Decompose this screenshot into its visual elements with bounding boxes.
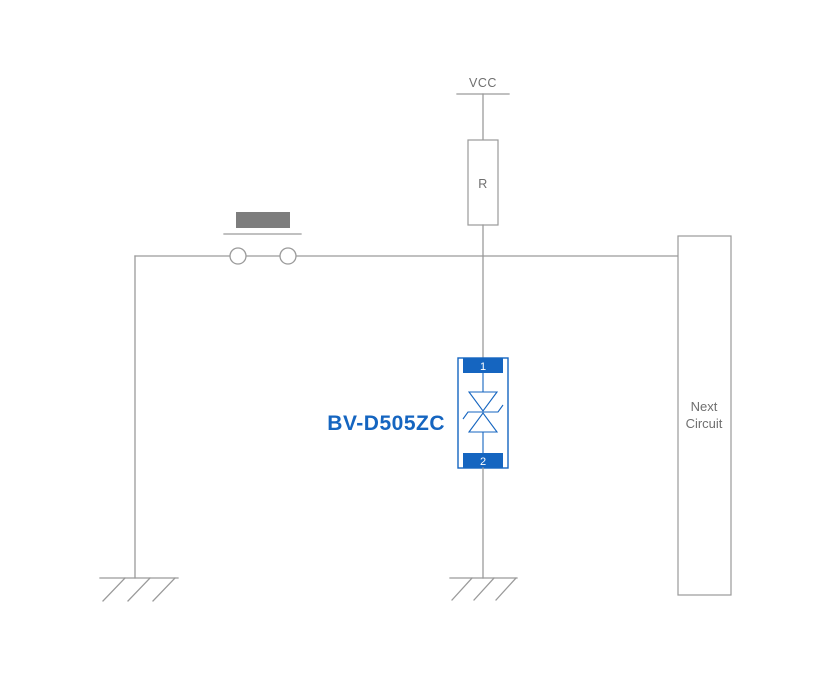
ground-symbol-left [99, 577, 179, 602]
pushbutton-contact-left [229, 247, 247, 265]
tvs-pin2-bar [463, 453, 503, 468]
tvs-triangle-bottom [467, 412, 499, 433]
resistor-label: R [478, 177, 488, 191]
ground-left-hatch-3 [152, 577, 176, 602]
component-name-label: BV-D505ZC [327, 412, 445, 435]
ground-left-hatch-2 [127, 577, 151, 602]
pushbutton-cap [236, 212, 290, 228]
tvs-pin1-bar [463, 358, 503, 373]
tvs-zener-bar [462, 404, 504, 420]
ground-symbol-center [449, 577, 518, 601]
tvs-triangle-top [467, 391, 499, 412]
next-circuit-label-line1: Next [691, 399, 718, 414]
ground-center-hatch-2 [473, 577, 495, 601]
tvs-diode-symbol [462, 373, 504, 453]
tvs-pin1-label: 1 [480, 361, 486, 373]
resistor-body [467, 139, 499, 226]
ground-center-hatch-3 [495, 577, 517, 601]
tvs-pin2-label: 2 [480, 456, 486, 468]
ground-center-hatch-1 [451, 577, 473, 601]
vcc-label: VCC [469, 76, 497, 90]
next-circuit-block: Next Circuit [677, 235, 732, 596]
next-circuit-box [677, 235, 732, 596]
pushbutton-contact-right [279, 247, 297, 265]
tvs-component: 1 2 [457, 357, 509, 469]
ground-left-hatch-1 [102, 577, 126, 602]
next-circuit-label-line2: Circuit [686, 416, 723, 431]
